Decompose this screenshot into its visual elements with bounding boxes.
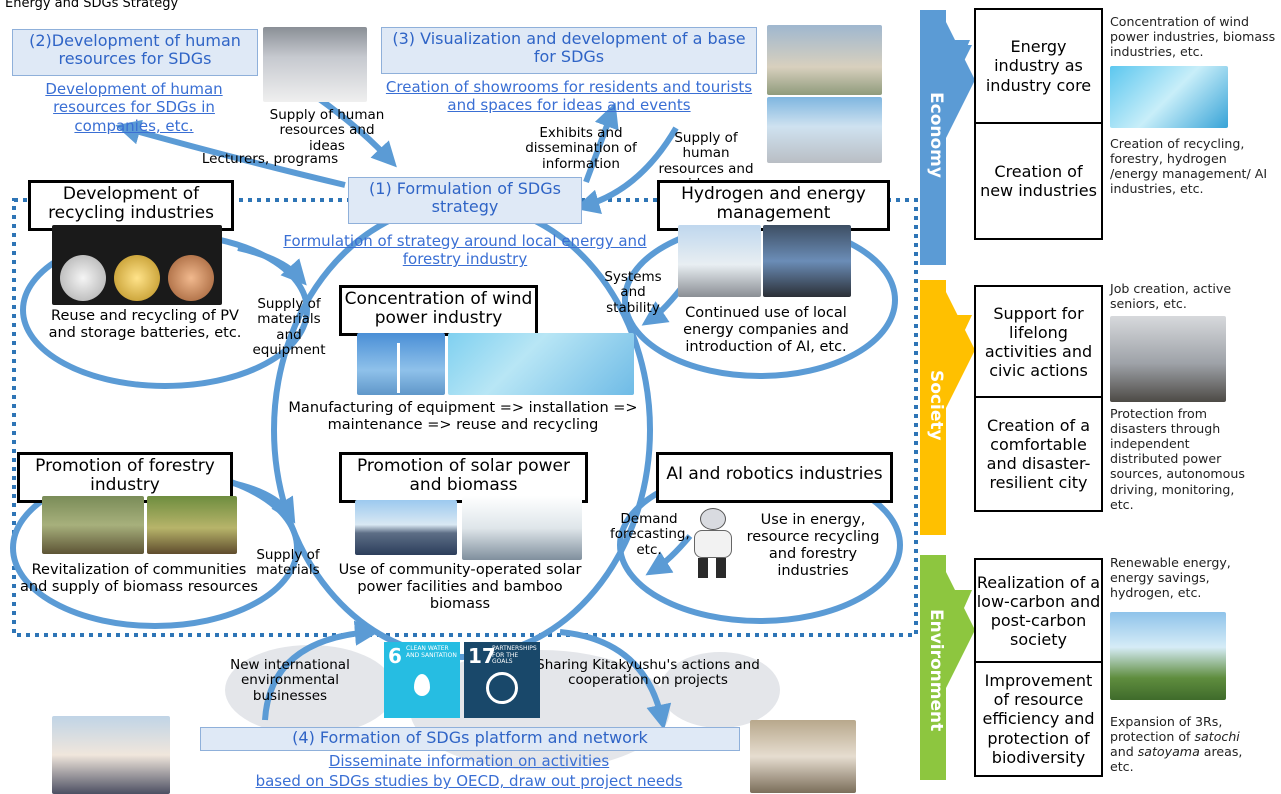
solar-caption: Use of community-operated solar power fa…	[338, 562, 582, 613]
society-note-1: Job creation, active seniors, etc.	[1110, 281, 1232, 312]
arrow-showroom-to-strategy	[574, 126, 679, 214]
economy-band	[920, 10, 946, 265]
environment-note-2: Expansion of 3Rs, protection of satochi …	[1110, 714, 1243, 775]
forestry-title: Promotion of forestry industry	[17, 452, 233, 503]
environment-arrowhead	[946, 572, 975, 688]
building-photo-bottom	[767, 97, 882, 163]
environment-photo	[1110, 612, 1226, 700]
seminar-photo	[263, 27, 367, 102]
society-photo	[1110, 316, 1226, 402]
robot-icon	[688, 508, 736, 578]
society-cell-1: Support for lifelong activities and civi…	[974, 285, 1103, 399]
economy-cell-2: Creation of new industries	[974, 122, 1103, 240]
label-systems-stability: Systems and stability	[604, 269, 662, 316]
sdg-goal-17-icon: 17 PARTNERSHIPS FOR THE GOALS	[464, 642, 540, 718]
economy-label: Economy	[926, 92, 946, 178]
sdg-goal-6-icon: 6 CLEAN WATER AND SANITATION	[384, 642, 460, 718]
forest-photo-left	[42, 496, 144, 554]
forestry-caption: Revitalization of communities and supply…	[20, 562, 258, 596]
economy-cell-1: Energy industry as industry core	[974, 8, 1103, 124]
economy-arrowhead	[946, 22, 975, 138]
formulation-link[interactable]: Formulation of strategy around local ene…	[283, 232, 647, 269]
medals-photo	[52, 225, 222, 305]
platform-link-2[interactable]: based on SDGs studies by OECD, draw out …	[255, 772, 683, 790]
arrow-strategy-to-human	[115, 119, 346, 188]
economy-note-1: Concentration of wind power industries, …	[1110, 14, 1276, 60]
label-supply-human-left: Supply of human resources and ideas	[269, 107, 385, 154]
label-exhibits: Exhibits and dissemination of informatio…	[525, 125, 637, 172]
environment-label: Environment	[926, 608, 946, 732]
platform-link-1[interactable]: Disseminate information on activities	[328, 752, 610, 770]
gold-medal-icon	[114, 255, 160, 301]
silver-medal-icon	[60, 255, 106, 301]
label-supply-materials-equipment: Supply of materials and equipment	[252, 296, 326, 358]
dev-human-link[interactable]: Development of human resources for SDGs …	[45, 80, 223, 135]
society-cell-2: Creation of a comfortable and disaster-r…	[974, 396, 1103, 512]
society-note-2: Protection from disasters through indepe…	[1110, 406, 1245, 512]
wind-caption: Manufacturing of equipment => installati…	[288, 400, 638, 434]
dev-human-title: (2)Development of human resources for SD…	[12, 29, 258, 76]
ceremony-photo	[52, 716, 170, 794]
society-arrowhead	[946, 292, 975, 408]
building-photo-top	[767, 25, 882, 95]
arrow-recycling-to-wind	[237, 245, 307, 286]
label-lecturers: Lecturers, programs	[201, 151, 339, 167]
recycling-caption: Reuse and recycling of PV and storage ba…	[48, 308, 242, 342]
arrow-world-to-platform	[559, 629, 672, 730]
wind-title: Concentration of wind power industry	[339, 285, 538, 336]
visualization-link[interactable]: Creation of showrooms for residents and …	[385, 78, 753, 115]
ai-caption: Use in energy, resource recycling and fo…	[746, 512, 880, 580]
environment-cell-1: Realization of a low-carbon and post-car…	[974, 558, 1103, 664]
turbine-icon	[397, 343, 400, 393]
society-band	[920, 280, 946, 535]
solar-photo	[355, 500, 457, 555]
arrow-human-to-strategy	[316, 95, 397, 168]
society-label: Society	[926, 369, 946, 441]
arrow-ai-to-solar	[645, 534, 693, 576]
partnership-ring-icon	[486, 672, 518, 704]
solar-title: Promotion of solar power and biomass	[339, 452, 588, 503]
platform-title: (4) Formation of SDGs platform and netwo…	[200, 727, 740, 751]
hydrogen-caption: Continued use of local energy companies …	[683, 305, 849, 356]
label-supply-materials: Supply of materials	[256, 547, 320, 579]
page-title: Energy and SDGs Strategy	[5, 0, 179, 11]
environment-cell-2: Improvement of resource efficiency and p…	[974, 661, 1103, 777]
visualization-title: (3) Visualization and development of a b…	[381, 27, 757, 74]
workshop-photo	[750, 720, 856, 793]
wind-turbine-photo	[357, 333, 445, 395]
forest-photo-right	[147, 496, 237, 554]
hydrogen-title: Hydrogen and energy management	[657, 180, 890, 231]
hydrogen-station-photo	[678, 225, 761, 297]
environment-note-1: Renewable energy, energy savings, hydrog…	[1110, 555, 1231, 601]
label-demand-forecasting: Demand forecasting, etc.	[610, 511, 690, 558]
economy-map-photo	[1110, 66, 1228, 128]
bronze-medal-icon	[168, 255, 214, 301]
control-room-photo	[763, 225, 851, 297]
recycling-title: Development of recycling industries	[28, 180, 234, 231]
arrow-strategy-to-showroom	[583, 102, 619, 184]
environment-band	[920, 555, 946, 780]
label-sharing: Sharing Kitakyushu's actions and coopera…	[536, 657, 760, 689]
biomass-plant-icon	[462, 496, 582, 560]
ai-title: AI and robotics industries	[656, 452, 893, 503]
water-drop-icon	[414, 674, 430, 696]
arrow-forestry-to-solar	[227, 479, 296, 524]
label-new-international: New international environmental business…	[230, 657, 350, 704]
formulation-title: (1) Formulation of SDGs strategy	[348, 177, 582, 224]
arrow-platform-to-world	[262, 620, 381, 721]
economy-note-2: Creation of recycling, forestry, hydroge…	[1110, 136, 1268, 197]
wind-map-photo	[448, 333, 634, 395]
